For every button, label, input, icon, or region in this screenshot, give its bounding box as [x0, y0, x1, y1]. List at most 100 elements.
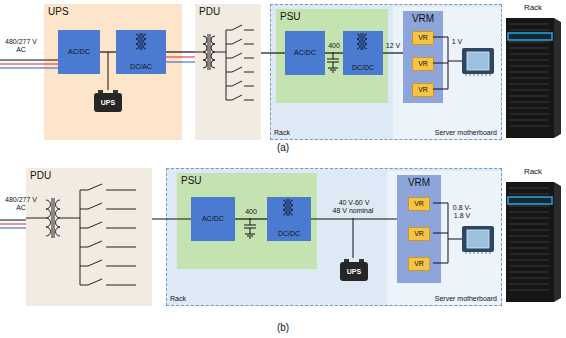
label-holder: 480/277 V AC [2, 38, 40, 54]
converter-block-label: AC/DC [294, 49, 316, 57]
edge-label-holder: 12 V [386, 42, 400, 50]
vr-box: VR [412, 57, 434, 71]
power-line [235, 218, 267, 219]
voltage-label: 1 V [449, 38, 465, 46]
label-holder: 1 V [449, 38, 465, 46]
label-holder: (b) [266, 322, 300, 334]
converter-block: DC/DC [343, 31, 383, 75]
power-line [100, 51, 116, 52]
phase-wire [0, 57, 195, 224]
converter-block-label: DC/DC [278, 230, 300, 238]
motherboard-region: Server motherboardVRMVRVRVR [387, 171, 501, 305]
battery-body [94, 93, 122, 112]
label-holder: (a) [266, 142, 300, 154]
power-line [261, 52, 285, 53]
voltage-label: 12 V [386, 42, 400, 50]
rack-slots [509, 24, 549, 126]
vr-box-label: VR [418, 86, 428, 94]
converter-block: DC/DC [267, 197, 311, 241]
power-line [325, 52, 343, 53]
transformer-symbol [136, 33, 146, 50]
input-voltage-label: 480/277 V AC [2, 38, 40, 54]
switch-bank [226, 25, 254, 100]
power-line [311, 218, 397, 219]
vr-box: VR [408, 227, 430, 241]
pdu-box: PDU [195, 4, 261, 140]
vrm-box: VRM VR VR VR [397, 175, 441, 283]
voltage-label: 400 [328, 42, 340, 50]
chip-package [462, 226, 494, 252]
ups-box-label: UPS [48, 6, 69, 18]
battery-symbol: UPS [94, 90, 122, 112]
voltage-label: 48 V nominal [329, 207, 377, 215]
chip-package [462, 48, 494, 74]
rack-illustration [506, 18, 561, 138]
vr-box-label: VR [418, 60, 428, 68]
voltage-label: 400 [245, 208, 257, 216]
psu-box-label: PSU [181, 175, 202, 187]
rack-side [554, 18, 561, 138]
battery-wire [108, 52, 353, 258]
vr-box-label: VR [414, 230, 424, 238]
power-line [152, 218, 191, 219]
vr-box-label: VR [414, 260, 424, 268]
rack-body [506, 182, 554, 302]
rack-highlight [508, 33, 552, 40]
processor-chip [462, 226, 494, 254]
rack-slots [509, 188, 549, 290]
capacitor-symbol [244, 218, 256, 238]
phase-wire [0, 60, 58, 220]
converter-block: AC/DC [58, 30, 100, 74]
edge-label-holder: 400 [328, 42, 340, 50]
vr-output-wire [433, 203, 462, 263]
subfigure-caption: (b) [266, 322, 300, 334]
vrm-box-label: VRM [408, 177, 430, 189]
converter-block: AC/DC [285, 31, 325, 75]
pdu-box-label: PDU [30, 170, 51, 182]
vr-box: VR [412, 31, 434, 45]
psu-box: PSUAC/DCDC/DC [177, 173, 317, 269]
capacitor-symbol [327, 52, 339, 72]
converter-block-label: DC/AC [130, 63, 152, 71]
converter-block: DC/AC [116, 30, 166, 74]
motherboard-region: Server motherboardVRMVRVRVR [393, 7, 501, 139]
voltage-label: 40 V-60 V [339, 199, 370, 207]
vr-box-label: VR [414, 200, 424, 208]
processor-chip [462, 48, 494, 76]
battery-symbol-label: UPS [347, 268, 361, 276]
switch-bank [80, 184, 136, 285]
chip-die [467, 230, 489, 248]
power-line [166, 51, 195, 52]
transformer-symbol [283, 199, 293, 216]
vr-box: VR [408, 197, 430, 211]
converter-block-label: DC/DC [352, 64, 374, 72]
edge-label-holder: 400 [245, 208, 257, 216]
voltage-label: 0.8 V- 1.8 V [450, 204, 474, 220]
label-holder: Rack [518, 167, 548, 176]
chip-die [467, 52, 489, 70]
converter-block-label: AC/DC [68, 48, 90, 56]
rack-region: RackPSUAC/DCDC/DCUPSServer motherboardVR… [166, 168, 502, 306]
ups-box: UPS AC/DC DC/AC UPS [44, 4, 182, 140]
edge-label-holder: 40 V-60 V [339, 199, 370, 207]
transformer-symbol [26, 198, 80, 238]
transformer-symbol [357, 33, 367, 50]
rack-illustration [506, 182, 561, 302]
rack-highlight [508, 197, 552, 204]
rack-heading: Rack [518, 167, 548, 176]
chip-pins [466, 252, 490, 254]
battery-symbol: UPS [340, 259, 368, 281]
phase-wire [0, 62, 195, 228]
battery-body [340, 262, 368, 281]
rack-heading: Rack [518, 3, 548, 12]
rack-side [554, 182, 561, 302]
power-line [383, 52, 403, 53]
vr-box-label: VR [418, 34, 428, 42]
label-holder: 48 V nominal [329, 207, 377, 215]
pdu-box-label: PDU [199, 6, 220, 18]
label-holder: Rack [518, 3, 548, 12]
label-holder: 0.8 V- 1.8 V [450, 204, 474, 220]
input-voltage-label: 480/277 V AC [2, 196, 40, 212]
